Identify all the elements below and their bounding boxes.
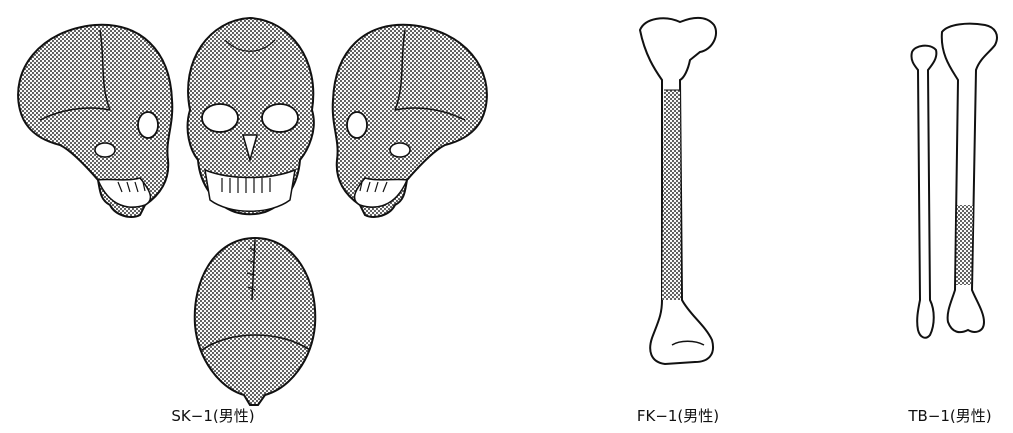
femur-drawing (640, 18, 716, 364)
tibia-fibula-drawing (911, 24, 996, 338)
femur-caption: FK−1(男性) (637, 405, 719, 426)
skull-vertex-view (195, 238, 316, 405)
skull-caption: SK−1(男性) (171, 405, 254, 426)
tibia-caption: TB−1(男性) (908, 405, 991, 426)
skull-right-lateral-view (333, 25, 487, 217)
skull-frontal-view (188, 18, 314, 214)
skull-left-lateral-view (18, 25, 172, 217)
